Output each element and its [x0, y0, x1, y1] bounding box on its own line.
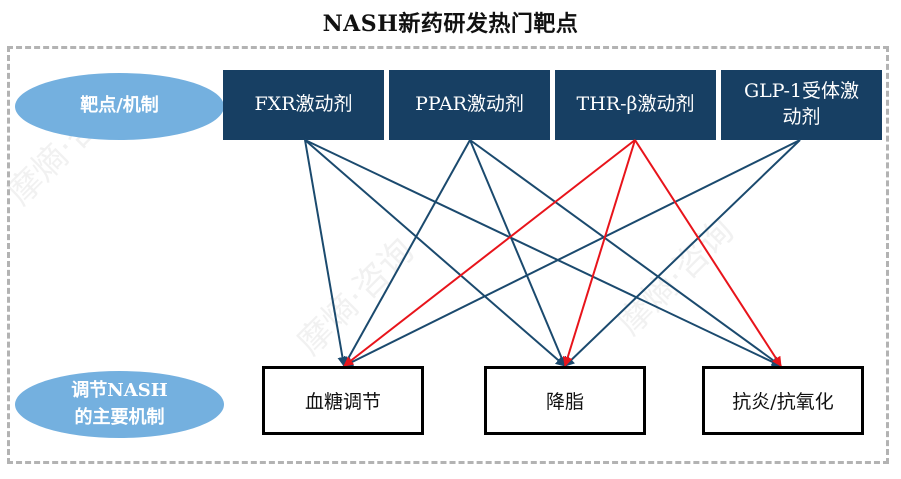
mechanism-label: 抗炎/抗氧化	[732, 391, 834, 413]
target-box-thr: THR-β激动剂	[555, 70, 716, 140]
target-label: THR-β激动剂	[576, 93, 695, 116]
target-label: FXR激动剂	[254, 93, 353, 116]
mechanism-box-inflammation: 抗炎/抗氧化	[702, 366, 864, 435]
row-label-mechanisms-line1: 调节NASH	[71, 380, 168, 402]
target-box-ppar: PPAR激动剂	[389, 70, 550, 140]
dashed-frame	[7, 46, 889, 464]
row-label-targets-text: 靶点/机制	[80, 95, 159, 117]
row-label-mechanisms-line2: 的主要机制	[74, 406, 165, 428]
target-label-line1: GLP-1受体激	[743, 80, 860, 103]
row-label-targets: 靶点/机制	[15, 73, 224, 140]
diagram-title: NASH新药研发热门靶点	[322, 11, 579, 37]
target-box-glp1: GLP-1受体激 动剂	[721, 70, 882, 140]
target-label-line2: 动剂	[782, 106, 821, 128]
mechanism-box-glucose: 血糖调节	[262, 366, 424, 435]
mechanism-label: 降脂	[545, 391, 584, 413]
row-label-mechanisms: 调节NASH 的主要机制	[15, 371, 224, 438]
target-box-fxr: FXR激动剂	[223, 70, 384, 140]
target-label: PPAR激动剂	[415, 93, 524, 116]
mechanism-box-lipid: 降脂	[484, 366, 646, 435]
mechanism-label: 血糖调节	[304, 391, 381, 413]
